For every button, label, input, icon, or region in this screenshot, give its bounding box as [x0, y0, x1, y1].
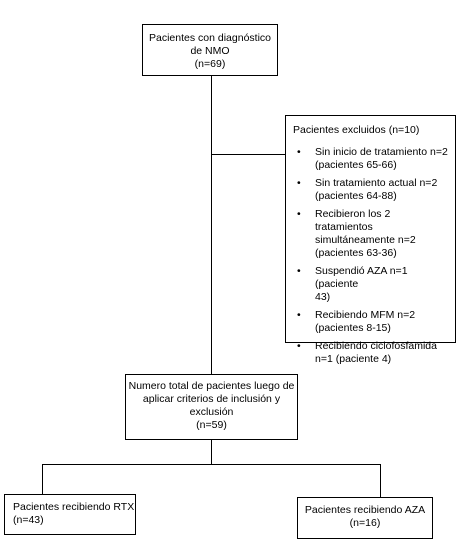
box-rtx-count: (n=43): [13, 514, 44, 526]
excluded-item-no-start: Sin inicio de tratamiento n=2 (pacientes…: [293, 146, 449, 172]
box-aza-patients: Pacientes recibiendo AZA (n=16): [297, 497, 433, 539]
excluded-item-text: simultáneamente n=2: [315, 234, 416, 246]
box-total-line-1: Numero total de pacientes luego de: [128, 380, 295, 392]
excluded-item-no-current: Sin tratamiento actual n=2 (pacientes 64…: [293, 177, 449, 203]
connector-split-to-aza: [380, 464, 381, 497]
connector-split-to-rtx: [42, 464, 43, 494]
excluded-item-text: 43): [315, 291, 331, 303]
excluded-item-cyclophosphamide: Recibiendo ciclofosfamida n=1 (paciente …: [293, 340, 449, 366]
box-aza-label: Pacientes recibiendo AZA: [304, 504, 426, 516]
box-diagnosed-nmo: Pacientes con diagnóstico de NMO (n=69): [142, 24, 278, 76]
excluded-item-text: (pacientes 63-36): [315, 247, 397, 259]
connector-top-to-total: [211, 75, 212, 375]
excluded-item-text: (pacientes 64-88): [315, 190, 397, 202]
box-total-line-3: exclusión: [189, 406, 234, 418]
box-aza-count: (n=16): [349, 517, 381, 529]
excluded-item-text: Suspendió AZA n=1 (paciente: [315, 265, 408, 290]
excluded-item-text: Recibiendo ciclofosfamida: [315, 340, 437, 352]
box-diagnosed-count: (n=69): [194, 58, 226, 70]
connector-to-excluded: [211, 154, 285, 155]
excluded-item-text: Recibiendo MFM n=2: [315, 309, 416, 321]
connector-total-to-split: [211, 439, 212, 464]
connector-split-horizontal: [42, 464, 381, 465]
box-diagnosed-line-2: de NMO: [190, 45, 230, 57]
excluded-item-mfm: Recibiendo MFM n=2 (pacientes 8-15): [293, 309, 449, 335]
excluded-item-text: (pacientes 65-66): [315, 159, 397, 171]
box-diagnosed-line-1: Pacientes con diagnóstico: [149, 32, 271, 44]
excluded-item-text: n=1 (paciente 4): [315, 353, 392, 365]
box-rtx-label: Pacientes recibiendo RTX: [13, 501, 135, 513]
excluded-item-text: Sin inicio de tratamiento n=2: [315, 146, 448, 158]
excluded-list: Sin inicio de tratamiento n=2 (pacientes…: [293, 146, 449, 366]
excluded-item-text: (pacientes 8-15): [315, 322, 391, 334]
excluded-title: Pacientes excluidos (n=10): [293, 124, 420, 136]
box-total-line-2: aplicar criterios de inclusión y: [142, 393, 281, 405]
excluded-item-text: Recibieron los 2 tratamientos: [315, 208, 391, 233]
excluded-item-both-treatments: Recibieron los 2 tratamientos simultánea…: [293, 208, 449, 260]
box-total-count: (n=59): [196, 419, 227, 431]
excluded-item-text: Sin tratamiento actual n=2: [315, 177, 438, 189]
excluded-item-suspended-aza: Suspendió AZA n=1 (paciente 43): [293, 265, 449, 304]
box-total-patients: Numero total de pacientes luego de aplic…: [125, 374, 298, 440]
box-excluded-patients: Pacientes excluidos (n=10) Sin inicio de…: [285, 115, 456, 365]
box-rtx-patients: Pacientes recibiendo RTX (n=43): [4, 494, 136, 535]
